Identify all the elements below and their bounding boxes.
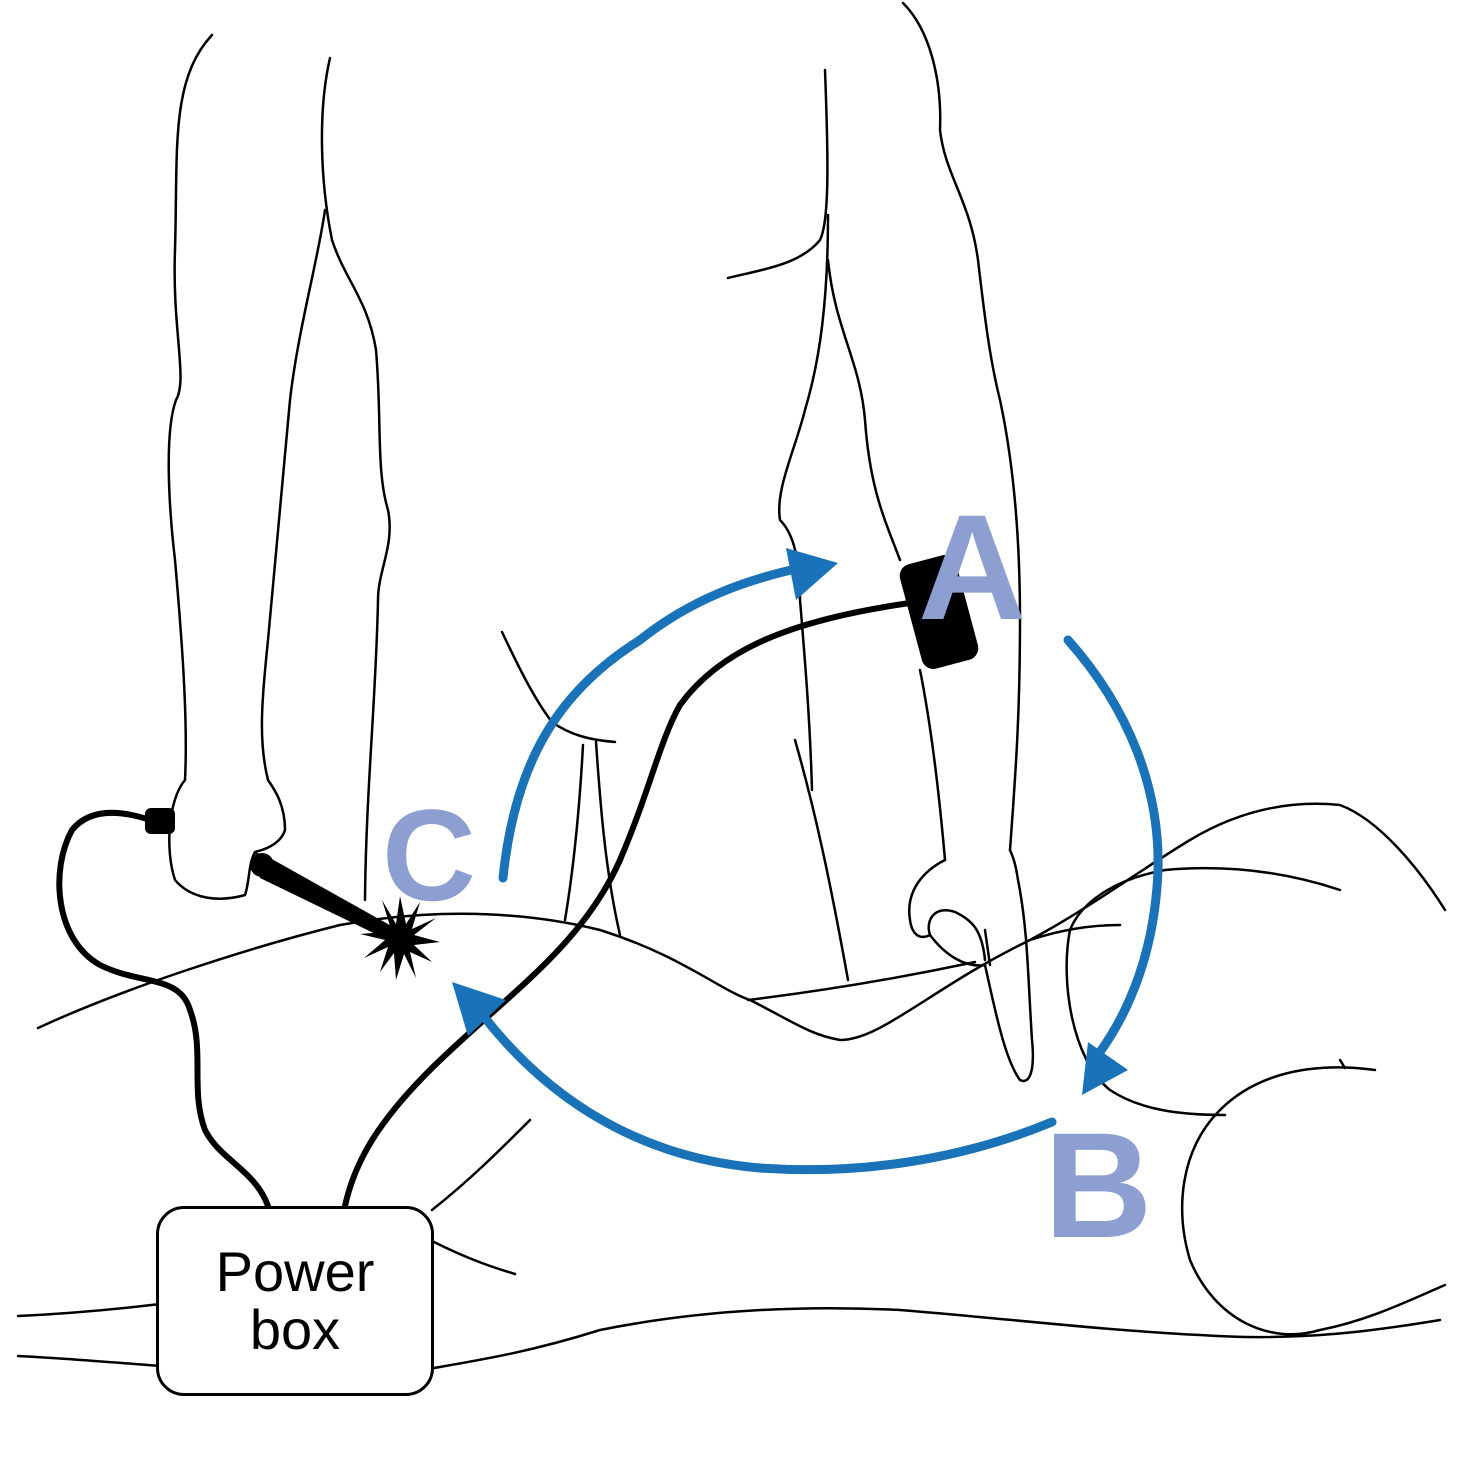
- probe-cable: [56, 809, 271, 1209]
- label-b: B: [1044, 1101, 1153, 1269]
- arrowhead-c: [452, 982, 506, 1036]
- spark-icon: [360, 896, 440, 980]
- treatment-probe-icon: [145, 808, 395, 940]
- electrode-pad-icon: [899, 555, 979, 669]
- label-c: C: [382, 782, 476, 928]
- therapist-figure: [167, 1, 1035, 1083]
- current-flow-arrows: [452, 548, 1163, 1175]
- label-a: A: [918, 483, 1027, 651]
- arrowhead-a: [786, 548, 838, 600]
- electrode-cable: [342, 600, 913, 1209]
- power-box-label-line2: box: [249, 1298, 341, 1361]
- power-box-icon: Power box: [156, 1206, 434, 1396]
- arrowhead-b: [1082, 1042, 1128, 1095]
- arrow-a-to-b: [1063, 635, 1163, 1057]
- power-box-label-line1: Power: [215, 1240, 375, 1303]
- arrow-b-to-c: [480, 1013, 1057, 1175]
- arrow-c-to-a: [498, 563, 805, 883]
